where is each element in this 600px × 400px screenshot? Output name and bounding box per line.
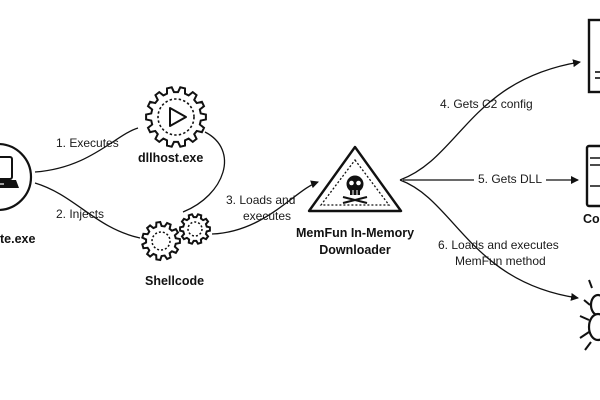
downloader-label-line2: Downloader bbox=[319, 243, 391, 257]
edge-gets-c2-config bbox=[399, 59, 581, 181]
skull-warning-icon bbox=[307, 145, 403, 213]
edge-label-loads-memfun-line1: 6. Loads and executes bbox=[438, 238, 559, 252]
gears-icon bbox=[141, 213, 211, 262]
edge-label-c2-config: 4. Gets C2 config bbox=[440, 97, 533, 111]
gear-play-icon bbox=[145, 86, 207, 148]
edge-dllhost-to-shellcode bbox=[182, 131, 226, 213]
edge-loads-executes bbox=[211, 180, 319, 235]
edge-label-loads-line2: executes bbox=[243, 209, 292, 223]
laptop-icon bbox=[0, 142, 33, 212]
server-icon bbox=[587, 18, 600, 94]
bug-icon bbox=[579, 279, 600, 351]
shellcode-label: Shellcode bbox=[145, 274, 205, 288]
left-exe-label: te.exe bbox=[0, 232, 36, 246]
document-icon bbox=[585, 144, 600, 208]
edge-label-loads-line1: 3. Loads and bbox=[226, 193, 296, 207]
edge-loads-memfun bbox=[399, 179, 579, 301]
edge-label-injects: 2. Injects bbox=[56, 207, 105, 221]
dll-node-label: Co bbox=[583, 212, 600, 226]
edge-injects bbox=[34, 182, 141, 239]
edge-label-loads-memfun-line2: MemFun method bbox=[455, 254, 546, 268]
edge-label-gets-dll: 5. Gets DLL bbox=[474, 172, 547, 187]
downloader-label-line1: MemFun In-Memory bbox=[295, 226, 415, 240]
edge-label-executes: 1. Executes bbox=[56, 136, 119, 150]
dllhost-label: dllhost.exe bbox=[138, 151, 204, 165]
edge-executes bbox=[34, 127, 139, 173]
